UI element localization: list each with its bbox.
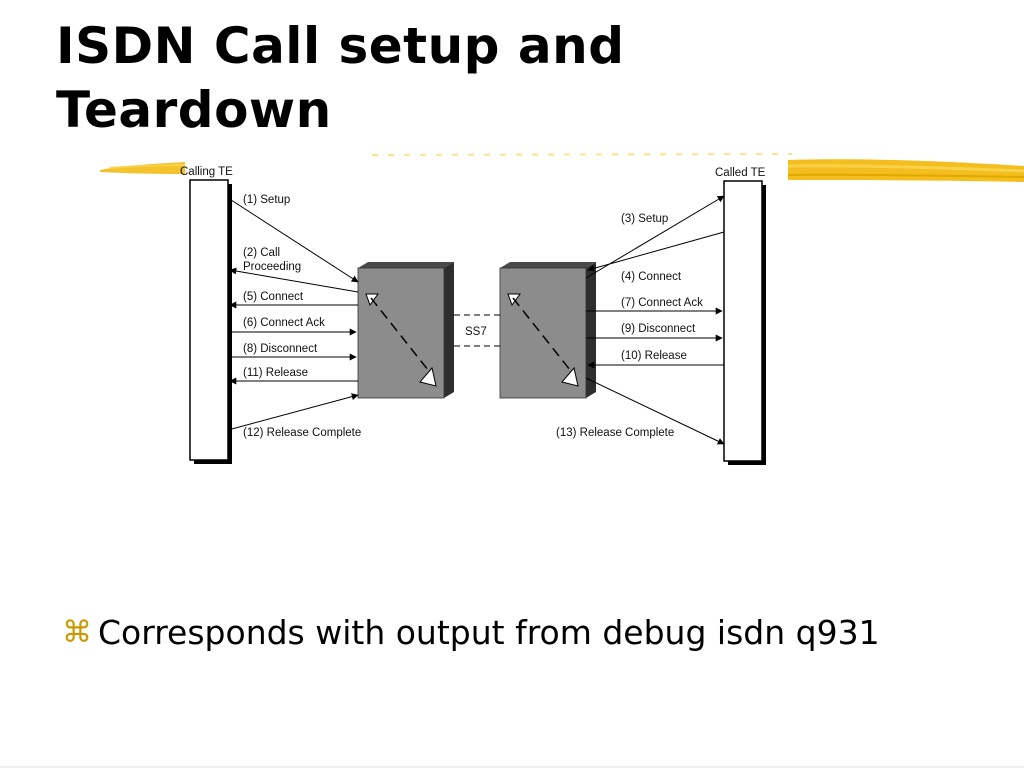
msg-10-release: (10) Release [621, 350, 687, 362]
calling-te-label: Calling TE [180, 166, 233, 178]
arrow-12-release-complete [227, 393, 359, 431]
msg-7-connect-ack: (7) Connect Ack [621, 297, 703, 309]
msg-8-disconnect: (8) Disconnect [243, 343, 318, 355]
called-te-label: Called TE [715, 167, 766, 179]
brush-stroke-mid [372, 153, 792, 156]
command-key-icon: ⌘ [62, 615, 92, 650]
right-switch [499, 262, 596, 399]
bullet-text: Corresponds with output from debug isdn … [98, 613, 880, 652]
arrow-3-setup [585, 195, 725, 279]
msg-11-release: (11) Release [243, 367, 308, 379]
arrow-13-release-complete [585, 377, 725, 445]
slide-title: ISDN Call setup and Teardown [56, 14, 756, 142]
called-te-bar [723, 180, 763, 462]
msg-5-connect: (5) Connect [243, 291, 304, 303]
left-switch [357, 262, 454, 399]
msg-12-release-complete: (12) Release Complete [243, 427, 361, 439]
arrow-4-connect [587, 231, 725, 272]
msg-9-disconnect: (9) Disconnect [621, 323, 696, 335]
msg-6-connect-ack: (6) Connect Ack [243, 317, 325, 329]
calling-te-bar [189, 179, 229, 461]
arrow-1-setup [227, 197, 359, 283]
brush-stroke-left [100, 162, 185, 174]
slide-title-line2: Teardown [56, 81, 332, 139]
arrow-2-call-proceeding [229, 267, 359, 293]
msg-2-proceeding: Proceeding [243, 261, 301, 273]
msg-1-setup: (1) Setup [243, 194, 290, 206]
brush-stroke-right [788, 159, 1024, 182]
ss7-label: SS7 [465, 326, 487, 338]
footer-divider [0, 766, 1024, 768]
isdn-call-flow-diagram: Calling TE Called TE SS7 (1) Setup (2) C… [180, 166, 766, 465]
bullet-item: ⌘ Corresponds with output from debug isd… [62, 608, 1002, 658]
msg-4-connect: (4) Connect [621, 271, 682, 283]
msg-13-release-complete: (13) Release Complete [556, 427, 674, 439]
msg-3-setup: (3) Setup [621, 213, 668, 225]
msg-2-call: (2) Call [243, 247, 280, 259]
slide-title-line1: ISDN Call setup and [56, 17, 625, 75]
